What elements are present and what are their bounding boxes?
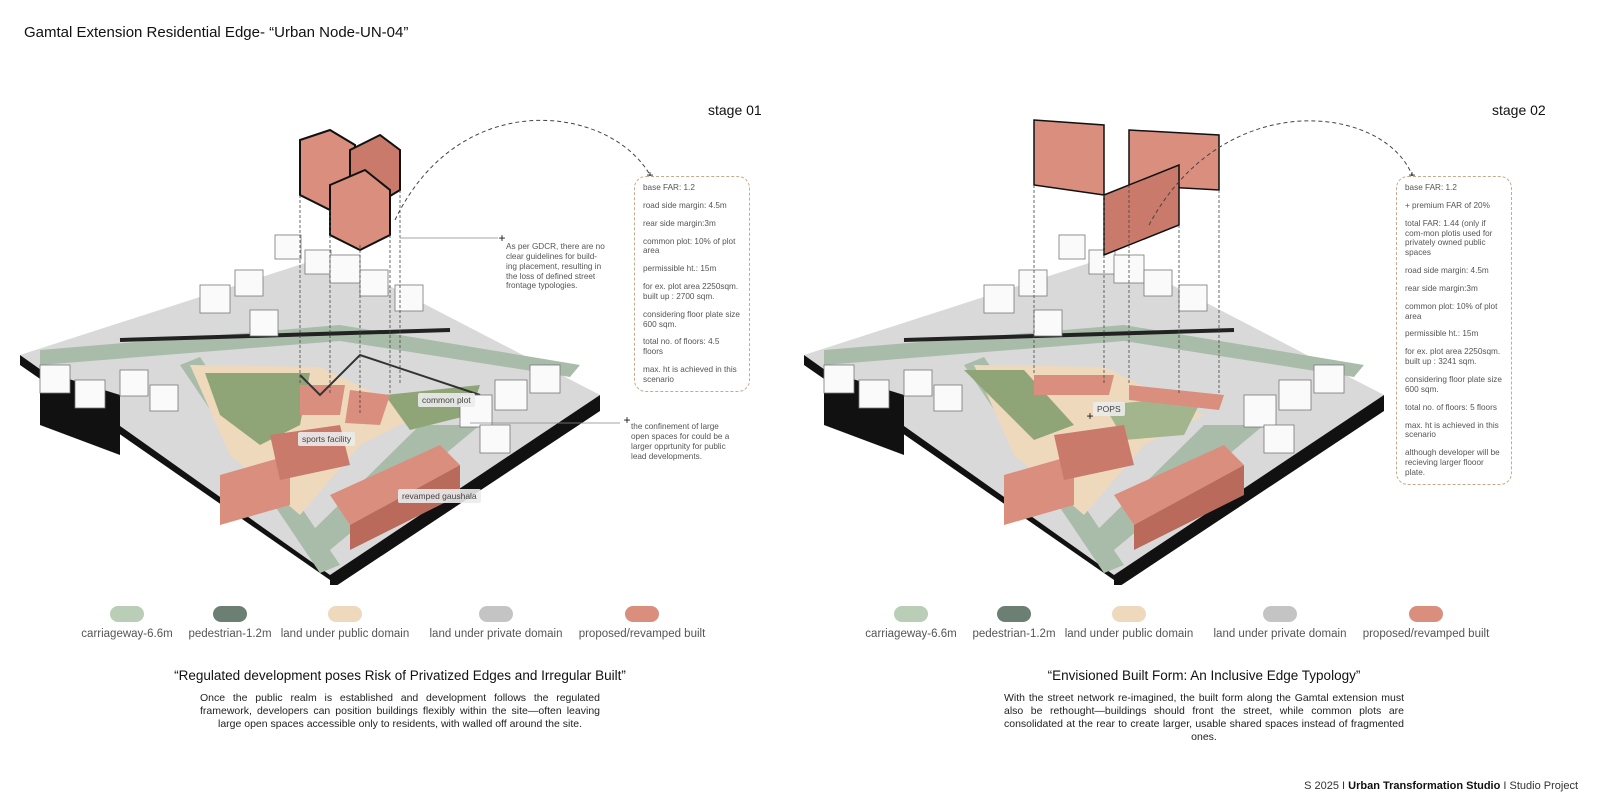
legend-item-pedestrian: pedestrian-1.2m bbox=[944, 606, 1084, 640]
legend-item-proposed-built: proposed/revamped built bbox=[1356, 606, 1496, 640]
legend-item-carriageway: carriageway-6.6m bbox=[57, 606, 197, 640]
footer-credit: S 2025 I Urban Transformation Studio I S… bbox=[1304, 780, 1578, 792]
legend-item-pedestrian: pedestrian-1.2m bbox=[160, 606, 300, 640]
gdcr-annotation: As per GDCR, there are no clear guidelin… bbox=[506, 242, 605, 291]
pops-label: POPS bbox=[1093, 402, 1125, 416]
page-title: Gamtal Extension Residential Edge- “Urba… bbox=[24, 24, 409, 41]
legend-item-proposed-built: proposed/revamped built bbox=[572, 606, 712, 640]
stage-02-description: With the street network re-imagined, the… bbox=[1004, 692, 1404, 744]
swatch-proposed-built bbox=[1409, 606, 1443, 622]
svg-text:+: + bbox=[646, 168, 653, 182]
gaushala-label: revamped gaushala bbox=[398, 489, 481, 503]
open-space-annotation: the confinement of large open spaces for… bbox=[631, 422, 730, 461]
swatch-private-land bbox=[1263, 606, 1297, 622]
stage-01-info-box: base FAR: 1.2 road side margin: 4.5m rea… bbox=[634, 176, 750, 392]
svg-text:+: + bbox=[623, 413, 630, 427]
swatch-carriageway bbox=[110, 606, 144, 622]
legend-item-public-land: land under public domain bbox=[275, 606, 415, 640]
stage-02-info-box: base FAR: 1.2 + premium FAR of 20% total… bbox=[1396, 176, 1512, 485]
stage-02-quote: “Envisioned Built Form: An Inclusive Edg… bbox=[1047, 668, 1361, 683]
swatch-pedestrian bbox=[213, 606, 247, 622]
swatch-carriageway bbox=[894, 606, 928, 622]
sports-facility-label: sports facility bbox=[298, 432, 356, 446]
stage-01-quote: “Regulated development poses Risk of Pri… bbox=[174, 668, 626, 683]
swatch-private-land bbox=[479, 606, 513, 622]
legend-item-carriageway: carriageway-6.6m bbox=[841, 606, 981, 640]
swatch-pedestrian bbox=[997, 606, 1031, 622]
legend-item-public-land: land under public domain bbox=[1059, 606, 1199, 640]
swatch-public-land bbox=[1112, 606, 1146, 622]
svg-text:+: + bbox=[498, 231, 505, 245]
legend-item-private-land: land under private domain bbox=[426, 606, 566, 640]
legend-item-private-land: land under private domain bbox=[1210, 606, 1350, 640]
stage-01-description: Once the public realm is established and… bbox=[200, 692, 600, 731]
svg-text:+: + bbox=[1408, 168, 1415, 182]
svg-text:+: + bbox=[1086, 409, 1093, 423]
stage-01-axonometric-diagram: + + + bbox=[20, 119, 654, 585]
common-plot-label: common plot bbox=[418, 393, 475, 407]
stage-02-label: stage 02 bbox=[1492, 102, 1546, 118]
swatch-proposed-built bbox=[625, 606, 659, 622]
swatch-public-land bbox=[328, 606, 362, 622]
stage-02-axonometric-diagram: + + bbox=[804, 119, 1416, 585]
stage-01-label: stage 01 bbox=[708, 102, 762, 118]
